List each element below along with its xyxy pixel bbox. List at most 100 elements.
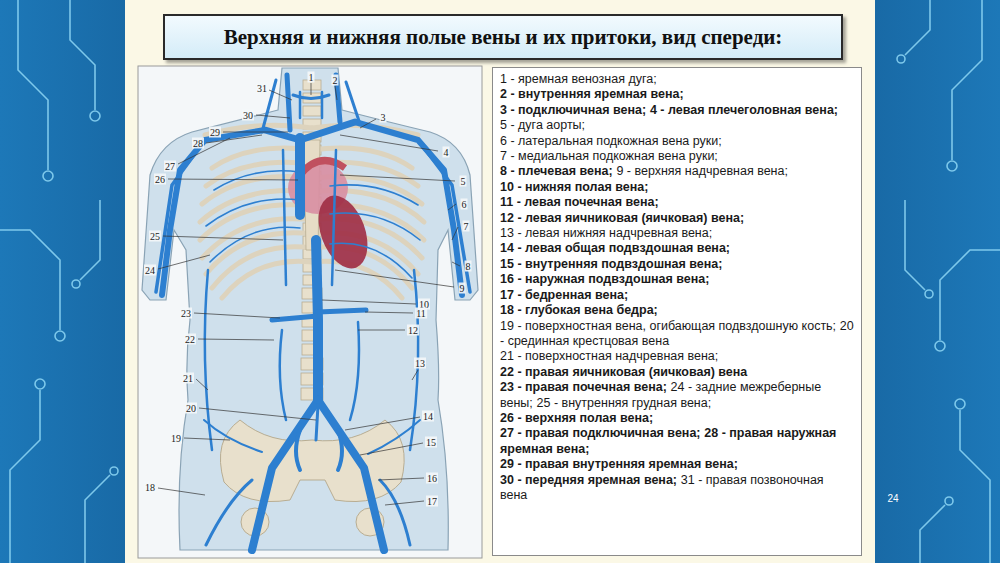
figure-part: [300, 92, 322, 118]
callout-number: 1: [308, 72, 315, 83]
figure-part: [378, 478, 424, 480]
callout-number: 30: [242, 110, 254, 121]
figure-part: [322, 300, 416, 304]
callout-number: 29: [209, 127, 221, 138]
legend-line: 1 - яремная венозная дуга;: [500, 72, 854, 87]
legend-entry: 26 - верхняя полая вена;: [500, 411, 653, 425]
figure-part: [265, 130, 300, 140]
legend-entry: 13 - левая нижняя надчревная вена;: [500, 226, 712, 240]
title-box: Верхняя и нижняя полые вены и их притоки…: [163, 14, 843, 60]
callout-number: 28: [192, 138, 204, 149]
legend-entry: 8 - плечевая вена;: [500, 164, 613, 178]
callout-number: 9: [459, 283, 466, 294]
slide-title: Верхняя и нижняя полые вены и их притоки…: [224, 25, 783, 50]
legend-line: 3 - подключичная вена;4 - левая плечегол…: [500, 103, 854, 118]
figure-part: [296, 430, 300, 470]
figure-part: [70, 0, 95, 110]
figure-part: [365, 312, 413, 313]
legend-entry: 2 - внутренняя яремная вена;: [500, 87, 684, 101]
figure-part: [316, 405, 318, 440]
callout-number: 26: [154, 174, 166, 185]
background-left: [0, 0, 500, 563]
legend-line: 5 - дуга аорты;: [500, 118, 854, 133]
legend-line: 2 - внутренняя яремная вена;: [500, 87, 854, 102]
veins: [156, 75, 470, 550]
figure-part: [935, 341, 945, 351]
figure-part: [448, 204, 456, 210]
figure-part: [897, 55, 905, 63]
figure-part: [35, 379, 45, 389]
figure-part: [85, 475, 110, 563]
figure-part: [199, 408, 316, 420]
aortic-arch: [300, 160, 345, 175]
legend-line: 19 - поверхностная вена, огибающая подвз…: [500, 319, 854, 350]
legend-line: 6 - латеральная подкожная вена руки;: [500, 134, 854, 149]
figure-part: [360, 119, 376, 128]
legend-entry: 16 - наружная подвздошная вена;: [500, 272, 709, 286]
figure-part: [55, 331, 65, 341]
figure-part: [338, 430, 342, 470]
figure-part: [335, 270, 454, 287]
figure-part: [80, 200, 100, 280]
legend-entry: 1 - яремная венозная дуга;: [500, 72, 657, 86]
callout-number: 27: [164, 161, 176, 172]
callout-number: 7: [463, 221, 470, 232]
figure-part: [184, 438, 230, 440]
legend-line: 30 - передняя яремная вена;31 - правая п…: [500, 473, 854, 504]
callout-number: 20: [185, 403, 197, 414]
figure-part: [110, 467, 118, 475]
figure-part: [300, 122, 355, 140]
figure-part: [206, 171, 420, 278]
legend-line: 12 - левая яичниковая (яичковая) вена;: [500, 211, 854, 226]
figure-part: [318, 310, 366, 312]
legend-entry: 5 - дуга аорты;: [500, 118, 585, 132]
callout-number: 16: [426, 473, 438, 484]
legend-line: 11 - левая почечная вена;: [500, 195, 854, 210]
legend-line: 16 - наружная подвздошная вена;: [500, 272, 854, 287]
figure-part: [452, 262, 460, 266]
figure-part: [905, 200, 925, 290]
legend-entry: 11 - левая почечная вена;: [500, 195, 659, 209]
content-panel: [125, 0, 875, 563]
callout-number: 8: [465, 261, 472, 272]
callout-number: 31: [256, 83, 268, 94]
legend-entry: 9 - верхняя надчревная вена;: [616, 164, 788, 178]
legend-line: 8 - плечевая вена;9 - верхняя надчревная…: [500, 164, 854, 179]
legend-entry: 17 - бедренная вена;: [500, 288, 628, 302]
figure-part: [163, 236, 283, 240]
legend-entry: 12 - левая яичниковая (яичковая) вена;: [500, 211, 744, 225]
legend-line: 15 - внутренняя подвздошная вена;: [500, 257, 854, 272]
legend-entry: 25 - внутренняя грудная вена;: [537, 396, 712, 410]
callout-number: 17: [426, 496, 438, 507]
figure-part: [295, 138, 305, 215]
figure-part: [905, 0, 930, 55]
pelvis: [220, 420, 404, 502]
legend-line: 26 - верхняя полая вена;: [500, 411, 854, 426]
figure-part: [280, 330, 286, 420]
figure-part: [43, 171, 53, 181]
legend-entry: 22 - правая яичниковая (яичковая) вена: [500, 365, 747, 379]
figure-part: [18, 0, 48, 170]
figure-part: [418, 140, 470, 292]
figure-part: [10, 390, 40, 563]
callout-number: 23: [180, 308, 192, 319]
legend-entry: 3 - подключичная вена;: [500, 103, 646, 117]
callout-number: 2: [332, 75, 339, 86]
figure-part: [332, 150, 336, 285]
figure-part: [940, 250, 1000, 340]
figure-part: [90, 111, 100, 121]
callout-number: 11: [415, 308, 427, 319]
figure-part: [194, 313, 280, 318]
figure-part: [316, 240, 318, 400]
figure-part: [287, 75, 290, 130]
callout-number: 13: [414, 358, 426, 369]
legend-entry: 30 - передняя яремная вена;: [500, 473, 677, 487]
figure-part: [223, 132, 288, 133]
legend-entry: 19 - поверхностная вена, огибающая подвз…: [500, 319, 836, 333]
figure-part: [303, 106, 321, 116]
figure-frame: [138, 66, 482, 558]
figure-part: [162, 130, 265, 295]
legend-entry: 7 - медиальная подкожная вена руки;: [500, 149, 718, 163]
callout-number: 25: [149, 231, 161, 242]
